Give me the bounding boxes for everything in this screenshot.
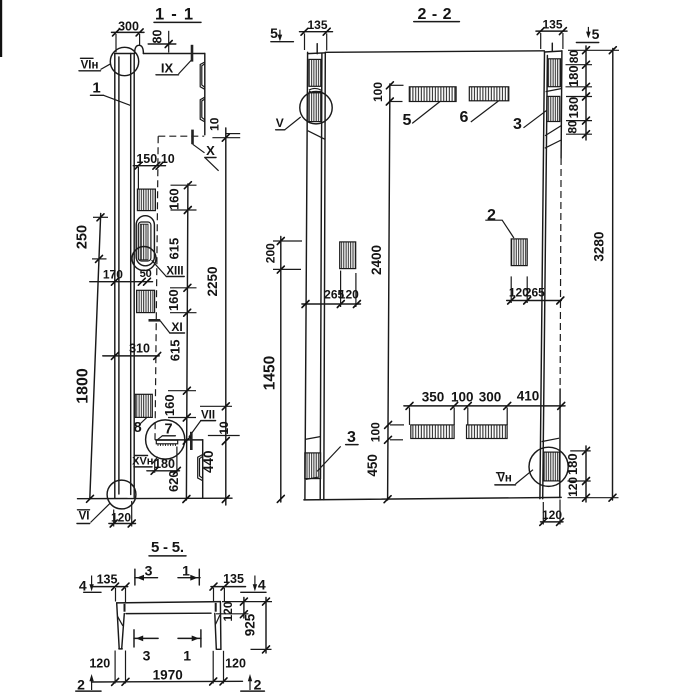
svg-text:450: 450 <box>365 454 380 477</box>
svg-text:1450: 1450 <box>261 356 278 390</box>
svg-text:8: 8 <box>134 420 142 436</box>
svg-text:3: 3 <box>143 647 151 663</box>
svg-text:50: 50 <box>140 268 152 280</box>
svg-text:5: 5 <box>592 26 600 42</box>
svg-text:180: 180 <box>566 97 581 119</box>
svg-text:160: 160 <box>166 289 181 311</box>
svg-text:925: 925 <box>243 613 258 636</box>
svg-text:265: 265 <box>525 286 545 300</box>
svg-text:100: 100 <box>371 82 385 102</box>
svg-text:3: 3 <box>513 116 522 133</box>
svg-text:250: 250 <box>75 225 91 249</box>
svg-text:160: 160 <box>167 188 182 210</box>
svg-text:VIн: VIн <box>81 60 99 72</box>
svg-text:1970: 1970 <box>153 668 183 683</box>
svg-text:1800: 1800 <box>74 368 91 404</box>
svg-text:180: 180 <box>154 457 175 471</box>
svg-text:440: 440 <box>201 450 216 473</box>
svg-text:10: 10 <box>161 152 175 166</box>
svg-text:200: 200 <box>264 243 278 263</box>
svg-text:80: 80 <box>567 50 581 64</box>
svg-text:10: 10 <box>208 117 222 131</box>
svg-text:2400: 2400 <box>369 245 384 275</box>
svg-text:VI: VI <box>79 511 90 523</box>
svg-text:VII: VII <box>201 410 215 422</box>
svg-text:410: 410 <box>517 389 540 404</box>
svg-text:4: 4 <box>79 578 87 594</box>
svg-text:2 - 2: 2 - 2 <box>418 6 452 23</box>
svg-text:170: 170 <box>103 268 123 282</box>
svg-text:3280: 3280 <box>592 232 607 262</box>
svg-text:XIII: XIII <box>166 266 183 278</box>
svg-text:180: 180 <box>565 453 580 475</box>
svg-text:1: 1 <box>92 80 100 97</box>
svg-text:120: 120 <box>225 656 246 670</box>
svg-text:XI: XI <box>171 320 182 334</box>
svg-text:120: 120 <box>339 287 359 301</box>
svg-text:160: 160 <box>162 394 177 416</box>
svg-text:120: 120 <box>566 477 580 497</box>
svg-text:100: 100 <box>368 422 382 442</box>
svg-text:3: 3 <box>145 563 153 579</box>
svg-text:5 - 5.: 5 - 5. <box>151 539 184 556</box>
svg-text:2: 2 <box>77 677 85 693</box>
svg-text:300: 300 <box>118 20 139 34</box>
svg-text:2: 2 <box>487 207 496 224</box>
svg-text:2: 2 <box>254 677 262 693</box>
svg-text:80: 80 <box>566 120 580 134</box>
svg-text:3: 3 <box>347 429 356 446</box>
svg-text:120: 120 <box>89 656 110 670</box>
svg-text:135: 135 <box>307 18 327 32</box>
svg-text:1: 1 <box>183 647 191 663</box>
svg-text:2250: 2250 <box>205 266 220 296</box>
svg-text:120: 120 <box>221 601 235 621</box>
svg-text:7: 7 <box>164 422 172 438</box>
svg-text:V: V <box>276 116 284 130</box>
svg-text:100: 100 <box>451 390 474 405</box>
svg-text:615: 615 <box>167 238 182 260</box>
svg-text:6: 6 <box>460 109 469 126</box>
svg-text:4: 4 <box>258 577 266 593</box>
svg-text:265: 265 <box>324 287 344 301</box>
svg-text:XVн: XVн <box>132 456 153 468</box>
svg-text:620: 620 <box>166 470 181 492</box>
svg-text:135: 135 <box>97 573 118 587</box>
svg-text:5: 5 <box>270 25 278 41</box>
svg-text:1: 1 <box>182 563 190 579</box>
svg-text:Vн: Vн <box>497 473 512 485</box>
svg-text:10: 10 <box>217 421 231 435</box>
svg-text:135: 135 <box>542 18 562 32</box>
svg-text:5: 5 <box>403 112 412 129</box>
svg-text:80: 80 <box>151 30 165 44</box>
svg-text:300: 300 <box>479 390 502 405</box>
svg-text:1 - 1: 1 - 1 <box>155 6 193 24</box>
svg-text:615: 615 <box>167 340 182 362</box>
svg-text:120: 120 <box>509 286 529 300</box>
svg-text:X: X <box>206 143 215 158</box>
svg-text:180: 180 <box>566 65 581 87</box>
svg-text:IX: IX <box>161 61 174 76</box>
svg-text:310: 310 <box>129 342 150 356</box>
svg-text:350: 350 <box>422 390 445 405</box>
